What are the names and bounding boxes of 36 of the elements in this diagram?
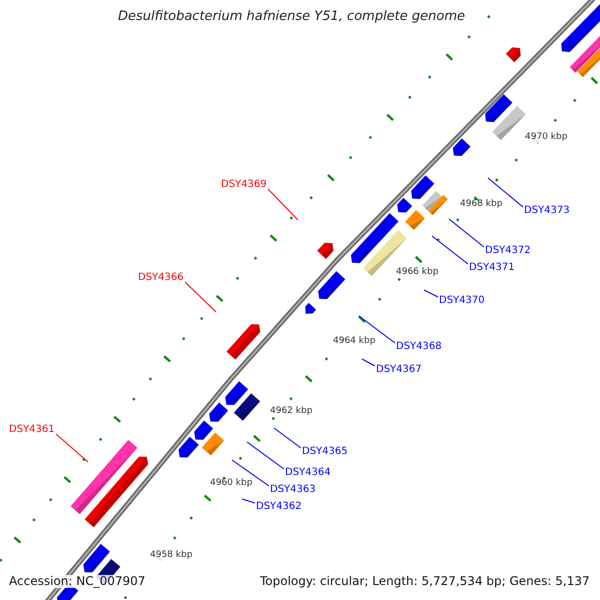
leader-line [362,358,376,366]
leader-line [432,236,468,264]
leader-line [56,434,88,462]
gene-label: DSY4365 [302,446,348,458]
tick-label: 4962 kbp [270,407,312,417]
tick-label: 4958 kbp [150,551,192,561]
gene-label: DSY4366 [138,272,184,284]
title: Desulfitobacterium hafniense Y51, complete genome [118,9,466,24]
gene-label: DSY4372 [485,245,531,257]
tick-label: 4960 kbp [210,479,252,489]
gene-label: DSY4373 [524,205,570,217]
leader-line [274,428,302,448]
gene-label: DSY4371 [469,262,515,274]
genome-info-text: Topology: circular; Length: 5,727,534 bp; Genes: 5,137 [260,575,590,588]
leader-line [242,498,256,504]
accession-text: Accession: NC_007907 [9,575,146,588]
gene-label: DSY4368 [396,341,442,353]
tick-label: 4970 kbp [525,133,568,143]
leader-line [184,282,216,312]
leader-line [268,188,298,220]
gene-label: DSY4364 [285,467,331,479]
tick-label: 4966 kbp [396,268,438,278]
leader-line [246,442,284,470]
gene-label: DSY4361 [9,424,55,436]
gene-label: DSY4367 [376,364,422,376]
gene-label: DSY4362 [256,501,302,513]
leader-line [358,316,396,344]
gene-label: DSY4370 [439,295,485,307]
tick-label: 4964 kbp [333,337,376,347]
leader-line [424,290,438,298]
leader-line [488,178,524,208]
gene-label: DSY4369 [221,179,267,191]
tick-label: 4968 kbp [460,200,502,210]
leader-line [448,218,484,248]
gene-label: DSY4363 [270,484,316,496]
leader-line [232,460,270,486]
